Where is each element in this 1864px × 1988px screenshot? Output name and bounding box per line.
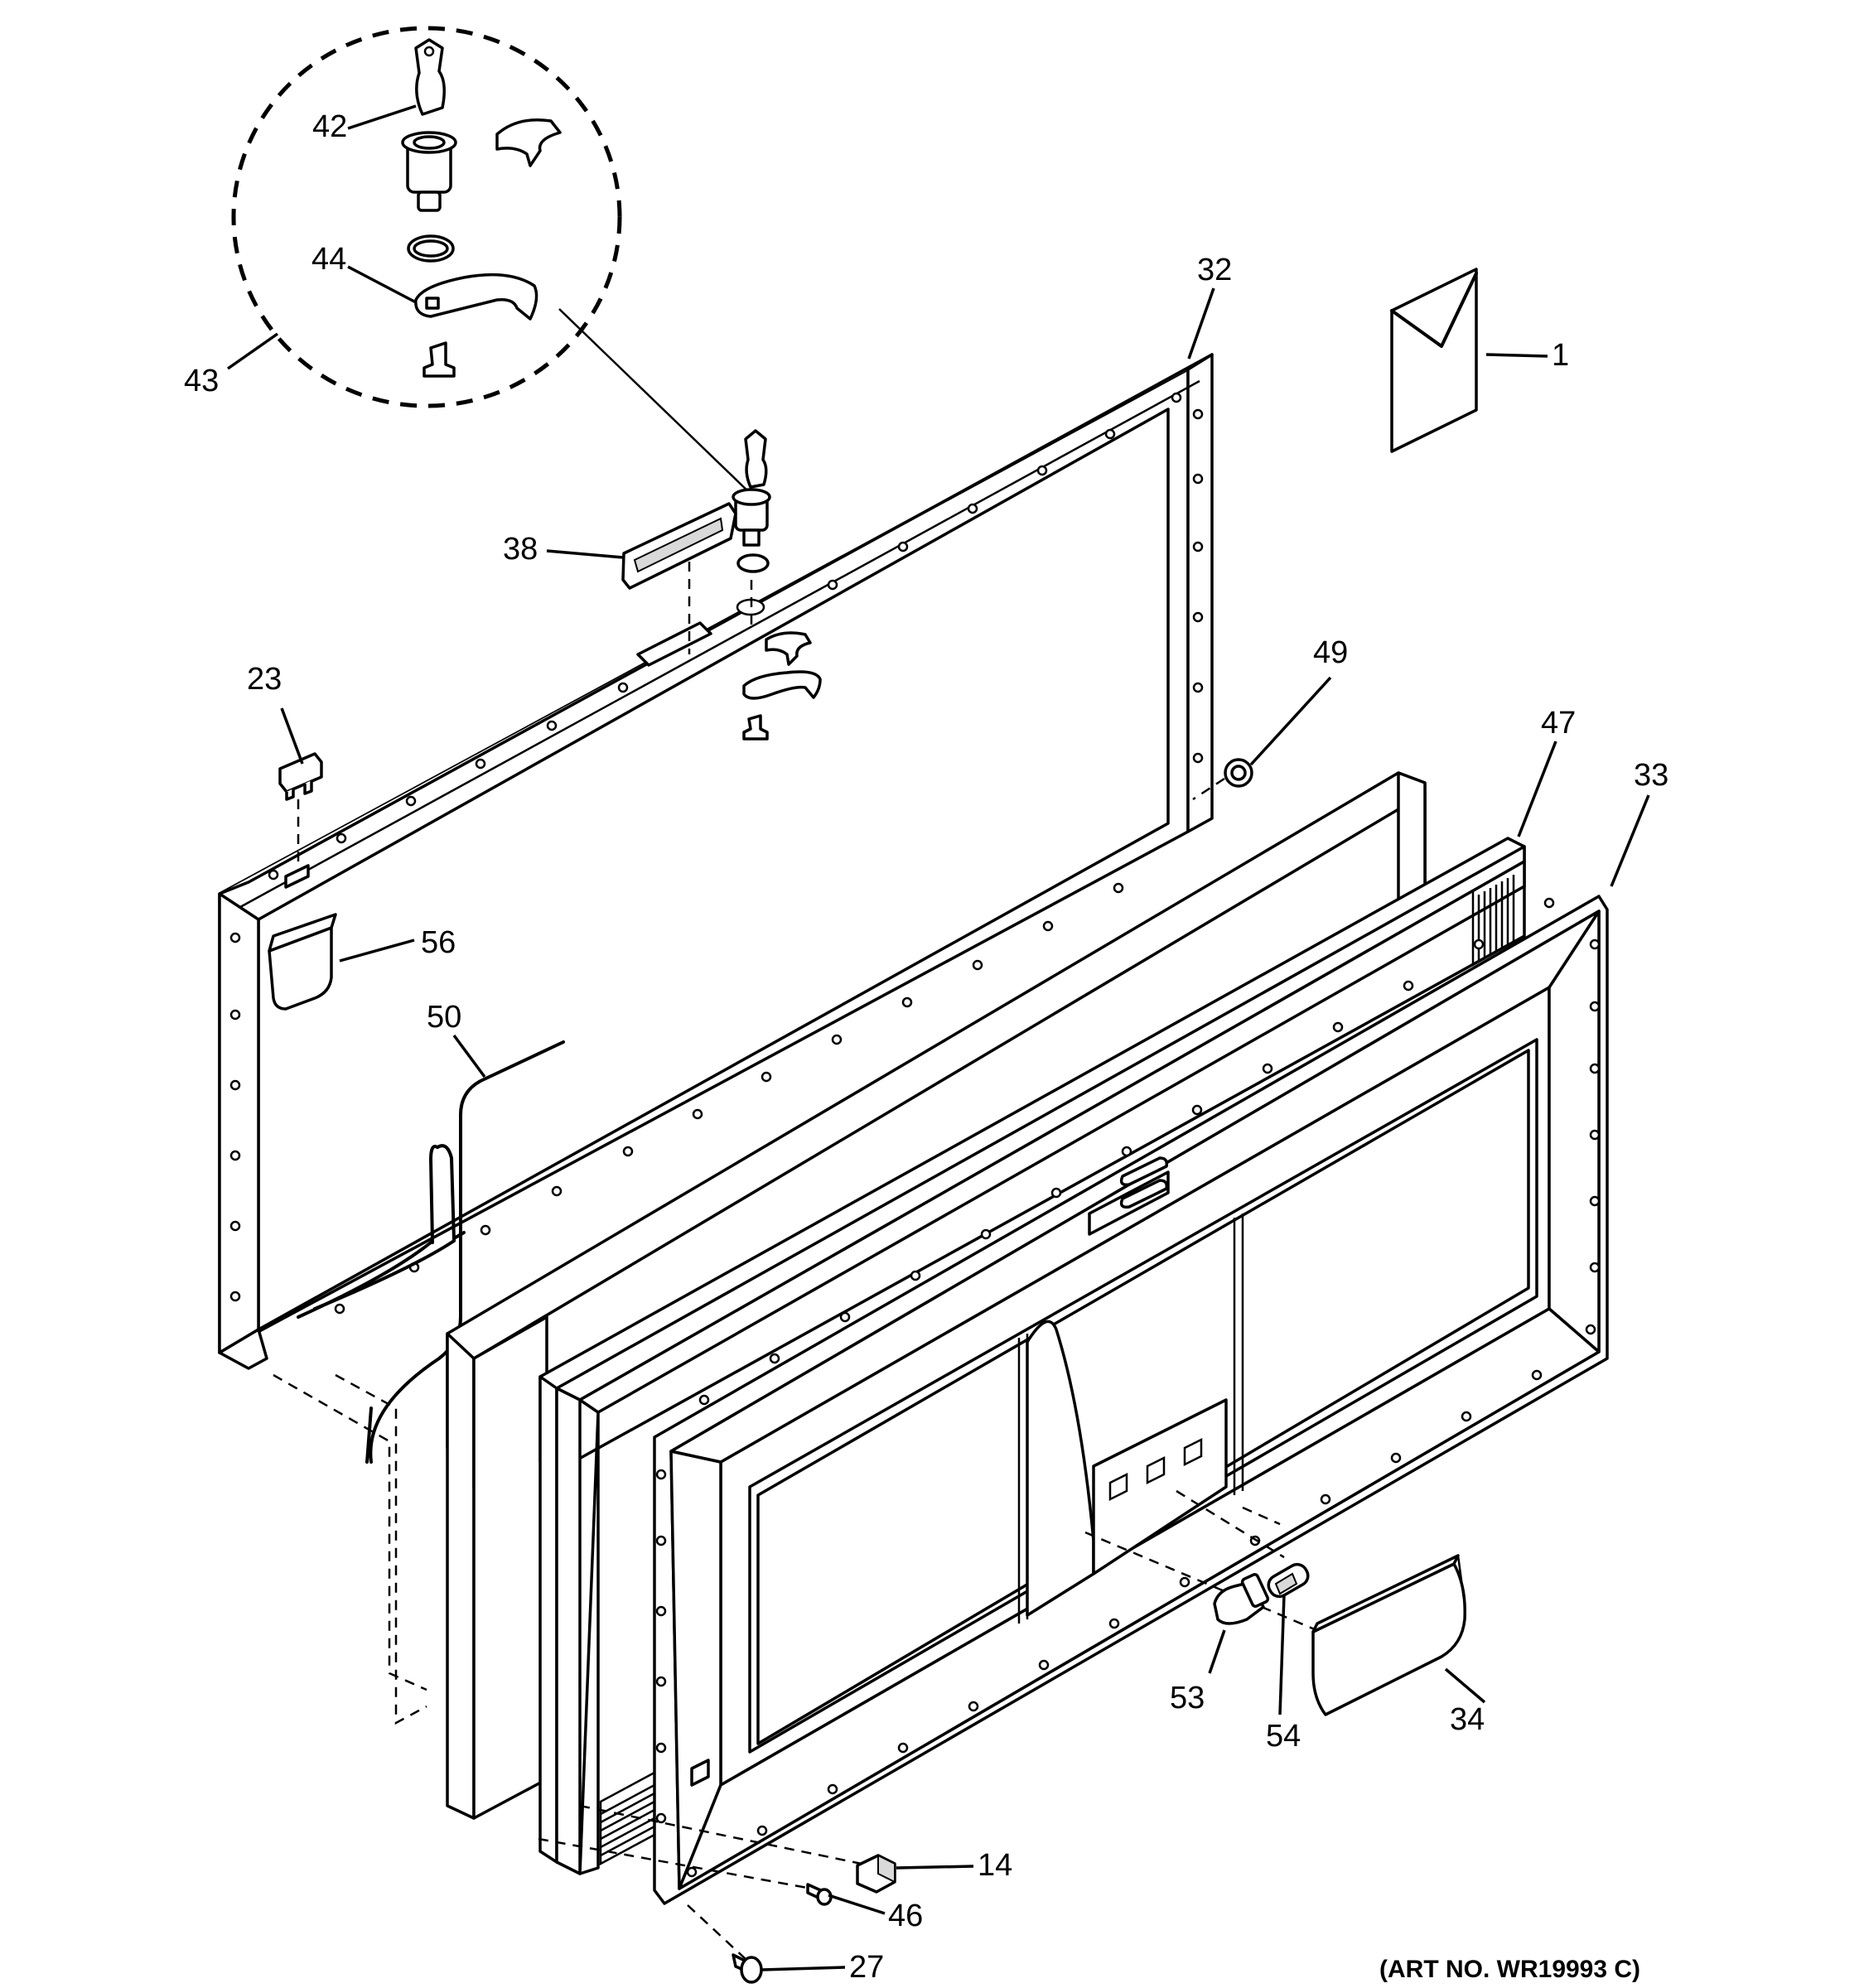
callout-23: 23 <box>247 662 282 697</box>
callout-46: 46 <box>888 1899 923 1933</box>
cam-part <box>414 273 538 321</box>
lamp-bulb-54 <box>1267 1562 1310 1599</box>
art-number: (ART NO. WR19993 C) <box>1379 1956 1640 1983</box>
clip-part-14 <box>856 1854 896 1894</box>
callout-53: 53 <box>1170 1681 1205 1715</box>
callout-labels: 1 14 23 27 32 33 34 38 42 43 44 46 47 49… <box>184 109 1668 1985</box>
callout-56: 56 <box>421 925 456 960</box>
lamp-lens-34 <box>1311 1554 1466 1716</box>
retaining-clip-part <box>495 118 562 167</box>
callout-50: 50 <box>427 1000 461 1035</box>
lock-detail-group <box>231 26 622 408</box>
callout-27: 27 <box>849 1950 884 1985</box>
callout-32: 32 <box>1197 253 1232 287</box>
plug-button-49 <box>1192 758 1253 801</box>
breaker-frame-47 <box>538 837 1526 1875</box>
callout-34: 34 <box>1450 1702 1485 1737</box>
literature-envelope <box>1390 268 1478 453</box>
lock-screw-part <box>423 341 456 378</box>
screw-part-46 <box>806 1883 833 1906</box>
callout-42: 42 <box>312 109 347 144</box>
door-liner-33 <box>653 895 1609 1905</box>
key-part <box>414 38 446 116</box>
handle-insert-part <box>621 502 737 654</box>
callout-44: 44 <box>311 242 346 277</box>
callout-47: 47 <box>1541 706 1576 741</box>
callout-43: 43 <box>184 364 219 398</box>
callout-14: 14 <box>978 1848 1012 1883</box>
callout-49: 49 <box>1313 635 1348 670</box>
callout-33: 33 <box>1634 758 1668 793</box>
callout-38: 38 <box>503 532 538 567</box>
callout-1: 1 <box>1552 338 1569 373</box>
callout-54: 54 <box>1266 1719 1301 1754</box>
rivet-part-27 <box>732 1953 763 1984</box>
switch-part-23 <box>278 752 323 866</box>
lamp-socket-53 <box>1213 1573 1270 1625</box>
lock-detail-circle <box>231 26 622 408</box>
bin-part-56 <box>268 913 337 1011</box>
leader-lines <box>226 104 1650 1971</box>
